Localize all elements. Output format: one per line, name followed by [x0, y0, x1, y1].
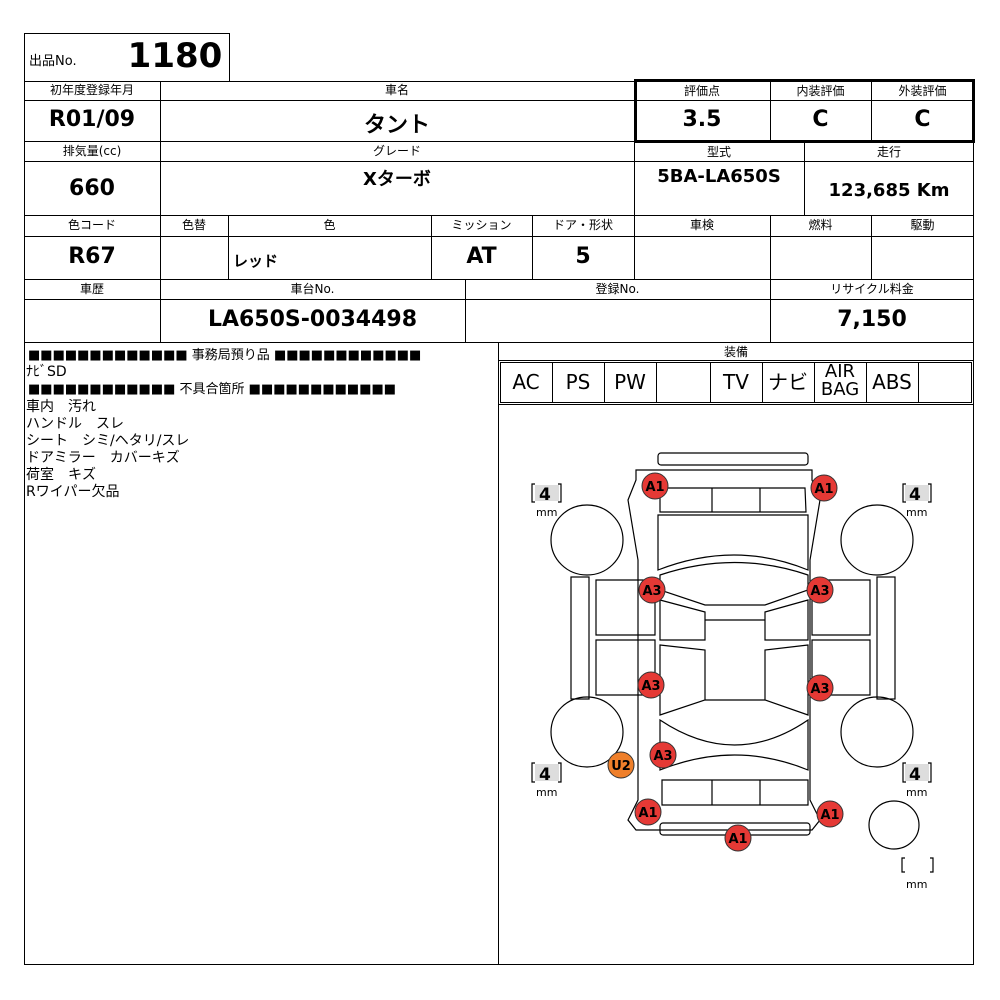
door-label: ドア・形状: [552, 218, 613, 232]
equipment-label: 装備: [723, 345, 748, 359]
interior-value: C: [812, 107, 829, 132]
damage-mark-a3: A3: [637, 671, 665, 699]
color-code-label: 色コード: [67, 218, 116, 232]
score-label: 評価点: [683, 84, 720, 98]
interior-label: 内装評価: [796, 84, 845, 98]
office-item-0: ﾅﾋﾞSD: [26, 364, 67, 380]
color-code-value: R67: [68, 244, 116, 269]
unit-mm: mm: [906, 878, 927, 891]
grade-value: Xターボ: [363, 169, 431, 190]
inspection-label: 車検: [689, 218, 714, 232]
model-label: 型式: [706, 145, 731, 159]
svg-text:U2: U2: [611, 759, 631, 774]
recycle-label: リサイクル料金: [830, 282, 914, 296]
office-header: ■■■■■■■■■■■■■ 事務局預り品 ■■■■■■■■■■■■: [28, 348, 422, 363]
lot-number: 1180: [127, 36, 223, 76]
drive-label: 駆動: [910, 218, 935, 232]
name-value: タント: [363, 113, 430, 138]
displacement-value: 660: [69, 176, 115, 201]
color-label: 色: [323, 218, 336, 232]
displacement-label: 排気量(cc): [62, 144, 122, 158]
reg-label: 初年度登録年月: [49, 83, 134, 97]
equip-airbag: AIR BAG: [820, 361, 860, 400]
svg-text:A3: A3: [810, 682, 829, 697]
damage-mark-a3: A3: [638, 576, 666, 604]
defect-header: ■■■■■■■■■■■■ 不具合箇所 ■■■■■■■■■■■■: [28, 382, 397, 397]
chassis-value: LA650S-0034498: [207, 307, 418, 332]
tire-depth-rear-left: 4: [539, 765, 551, 785]
door-value: 5: [575, 244, 591, 269]
tire-depth-front-right: 4: [909, 485, 921, 505]
model-value: 5BA-LA650S: [657, 166, 781, 187]
exterior-value: C: [914, 107, 931, 132]
unit-mm: mm: [906, 506, 927, 519]
tire-depth-rear-right: 4: [909, 765, 921, 785]
color-value: レッド: [233, 252, 279, 270]
equip-abs: ABS: [872, 370, 912, 394]
mission-label: ミッション: [451, 218, 512, 232]
history-label: 車歴: [79, 282, 104, 296]
svg-text:A1: A1: [820, 808, 839, 823]
defect-item: Rワイパー欠品: [26, 484, 120, 500]
svg-text:A3: A3: [810, 584, 829, 599]
defect-item: シート シミ/ヘタリ/スレ: [26, 433, 190, 449]
unit-mm: mm: [906, 786, 927, 799]
reg-value: R01/09: [48, 107, 136, 132]
plate-label: 登録No.: [595, 282, 640, 296]
damage-mark-a3: A3: [806, 674, 834, 702]
defect-item: ドアミラー カバーキズ: [26, 450, 180, 466]
grade-label: グレード: [372, 144, 421, 158]
damage-mark-a3: A3: [649, 741, 677, 769]
mileage-value: 123,685 Km: [828, 180, 950, 201]
damage-mark-a1: A1: [724, 824, 752, 852]
damage-mark-a1: A1: [816, 800, 844, 828]
damage-mark-u2: U2: [607, 751, 635, 779]
unit-mm: mm: [536, 506, 557, 519]
mission-value: AT: [466, 244, 497, 269]
equip-ps: PS: [565, 370, 591, 394]
equip-pw: PW: [614, 370, 646, 394]
damage-mark-a1: A1: [634, 798, 662, 826]
chassis-label: 車台No.: [290, 282, 335, 296]
svg-text:A1: A1: [645, 480, 664, 495]
sheet-border: [24, 81, 974, 965]
damage-mark-a1: A1: [810, 474, 838, 502]
score-value: 3.5: [682, 107, 722, 132]
unit-mm: mm: [536, 786, 557, 799]
svg-text:A3: A3: [641, 679, 660, 694]
lot-label: 出品No.: [29, 54, 77, 69]
svg-text:A3: A3: [653, 749, 672, 764]
name-label: 車名: [384, 83, 409, 97]
defect-item: 車内 汚れ: [26, 399, 96, 415]
exterior-label: 外装評価: [898, 84, 947, 98]
recycle-value: 7,150: [837, 307, 907, 332]
damage-mark-a1: A1: [641, 472, 669, 500]
svg-text:A1: A1: [814, 482, 833, 497]
mileage-label: 走行: [876, 145, 901, 159]
equipment-box: [500, 362, 972, 403]
equip-ac: AC: [512, 370, 540, 394]
equip-tv: TV: [723, 370, 749, 394]
svg-text:A1: A1: [638, 806, 657, 821]
tire-depth-front-left: 4: [539, 485, 551, 505]
svg-text:A3: A3: [642, 584, 661, 599]
color-change-label: 色替: [181, 218, 206, 232]
equip-navi: ナビ: [768, 370, 808, 394]
damage-mark-a3: A3: [806, 576, 834, 604]
defect-item: ハンドル スレ: [26, 416, 124, 432]
svg-text:A1: A1: [728, 832, 747, 847]
fuel-label: 燃料: [808, 218, 833, 232]
defect-item: 荷室 キズ: [26, 467, 96, 483]
